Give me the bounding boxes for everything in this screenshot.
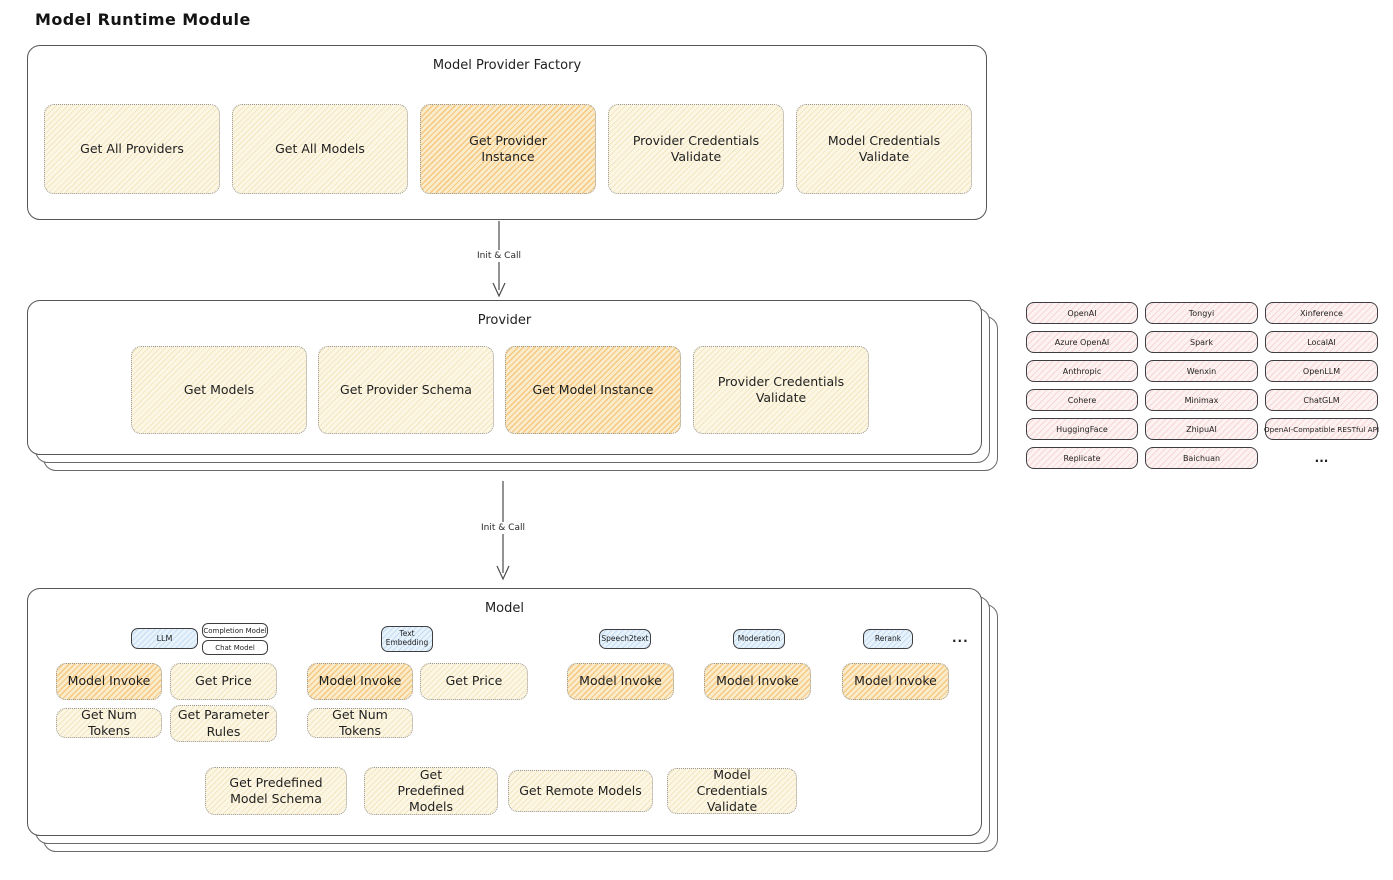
rerank-model-invoke: Model Invoke [842, 663, 949, 700]
provider-container: Provider Get Models Get Provider Schema … [27, 300, 982, 455]
provider-chip-anthropic: Anthropic [1026, 360, 1138, 382]
factory-container: Model Provider Factory Get All Providers… [27, 45, 987, 220]
provider-label: Provider [477, 313, 532, 328]
provider-chip-replicate: Replicate [1026, 447, 1138, 469]
model-box-get-remote-models: Get Remote Models [508, 770, 653, 812]
factory-box-get-all-models: Get All Models [232, 104, 408, 194]
arrow-provider-to-model: Init & Call [477, 481, 529, 581]
embedding-model-invoke: Model Invoke [307, 663, 413, 700]
box-label: Model Credentials Validate [827, 132, 941, 164]
tab-llm: LLM [131, 628, 198, 649]
provider-chip-openai: OpenAI [1026, 302, 1138, 324]
provider-chip-cohere: Cohere [1026, 389, 1138, 411]
embedding-get-price: Get Price [420, 663, 528, 700]
provider-box-get-model-instance: Get Model Instance [505, 346, 681, 434]
provider-chip-openai-compatible-restful-api: OpenAI-Compatible RESTful API [1264, 418, 1379, 440]
provider-chip-wenxin: Wenxin [1145, 360, 1258, 382]
factory-box-get-all-providers: Get All Providers [44, 104, 220, 194]
model-box-get-predefined-model-schema: Get Predefined Model Schema [205, 767, 347, 815]
box-label: Get Provider Instance [469, 132, 547, 164]
tab-speech2text: Speech2text [599, 629, 651, 649]
arrow-label: Init & Call [477, 522, 529, 534]
provider-chip-huggingface: HuggingFace [1026, 418, 1138, 440]
provider-chip-zhipuai: ZhipuAI [1145, 418, 1258, 440]
box-label: Get Provider Schema [340, 381, 472, 397]
box-label: Get Model Instance [532, 381, 654, 397]
tab-completion-model: Completion Model [202, 623, 268, 638]
factory-box-provider-credentials-validate: Provider Credentials Validate [608, 104, 784, 194]
moderation-model-invoke: Model Invoke [704, 663, 811, 700]
provider-box-get-provider-schema: Get Provider Schema [318, 346, 494, 434]
llm-get-num-tokens: Get Num Tokens [56, 707, 162, 738]
provider-chip-localai: LocalAI [1265, 331, 1378, 353]
tabs-more: ... [952, 631, 969, 645]
provider-chip-more: ... [1314, 451, 1329, 465]
llm-get-parameter-rules: Get Parameter Rules [170, 705, 277, 742]
provider-box-get-models: Get Models [131, 346, 307, 434]
model-box-model-credentials-validate: Model Credentials Validate [667, 767, 797, 814]
provider-chip-xinference: Xinference [1265, 302, 1378, 324]
provider-chip-minimax: Minimax [1145, 389, 1258, 411]
llm-model-invoke: Model Invoke [56, 663, 162, 700]
box-label: Provider Credentials Validate [717, 373, 845, 405]
provider-chip-azure-openai: Azure OpenAI [1026, 331, 1138, 353]
model-stack: Model LLM Completion Model Chat Model Te… [27, 588, 998, 852]
tab-chat-model: Chat Model [202, 640, 268, 655]
box-label: Get All Providers [80, 140, 184, 156]
box-label: Provider Credentials Validate [632, 132, 760, 164]
speech2text-model-invoke: Model Invoke [567, 663, 674, 700]
provider-chip-chatglm: ChatGLM [1265, 389, 1378, 411]
arrow-factory-to-provider: Init & Call [473, 221, 525, 298]
provider-stack: Provider Get Models Get Provider Schema … [27, 300, 998, 471]
factory-label: Model Provider Factory [432, 58, 582, 73]
provider-chip-baichuan: Baichuan [1145, 447, 1258, 469]
model-container: Model LLM Completion Model Chat Model Te… [27, 588, 982, 836]
factory-box-get-provider-instance: Get Provider Instance [420, 104, 596, 194]
box-label: Get Models [183, 381, 255, 397]
provider-chip-tongyi: Tongyi [1145, 302, 1258, 324]
provider-chip-spark: Spark [1145, 331, 1258, 353]
provider-chip-openllm: OpenLLM [1265, 360, 1378, 382]
tab-rerank: Rerank [863, 629, 913, 649]
model-box-get-predefined-models: Get Predefined Models [364, 767, 498, 815]
tab-moderation: Moderation [733, 629, 785, 649]
factory-box-model-credentials-validate: Model Credentials Validate [796, 104, 972, 194]
embedding-get-num-tokens: Get Num Tokens [307, 707, 413, 738]
tab-text-embedding: Text Embedding [381, 626, 433, 652]
llm-get-price: Get Price [170, 663, 277, 700]
diagram-title: Model Runtime Module [35, 10, 251, 29]
box-label: Get All Models [275, 140, 365, 156]
model-label: Model [484, 601, 525, 616]
arrow-label: Init & Call [473, 250, 525, 262]
provider-box-provider-credentials-validate: Provider Credentials Validate [693, 346, 869, 434]
provider-chip-grid: OpenAI Tongyi Xinference Azure OpenAI Sp… [1026, 302, 1379, 469]
